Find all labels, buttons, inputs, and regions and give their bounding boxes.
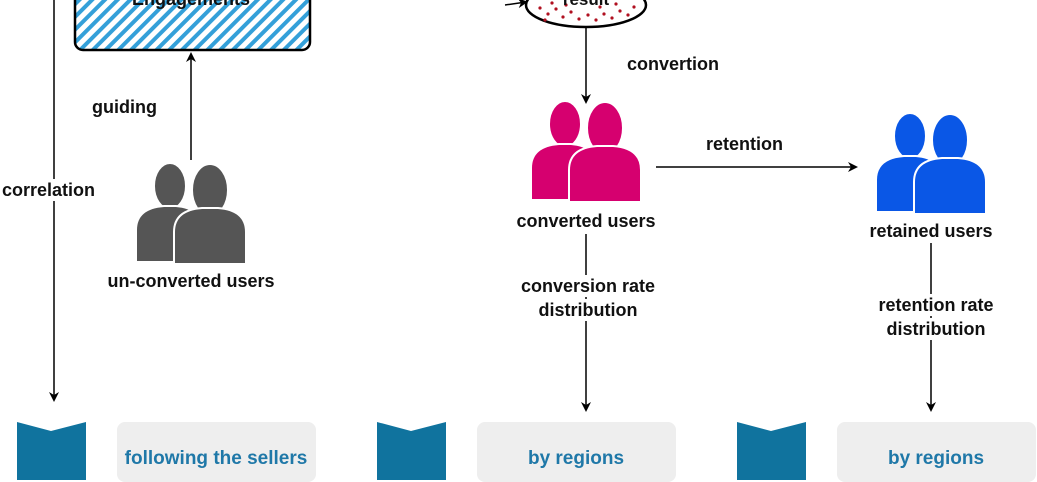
users-group-icon xyxy=(875,112,987,215)
convertion-label: convertion xyxy=(627,54,720,74)
retention-rate-label-line2: distribution xyxy=(884,318,988,340)
retained-users-label: retained users xyxy=(867,220,995,242)
bookmark-icon xyxy=(17,422,86,480)
conversion-rate-label-line1: conversion rate xyxy=(518,275,658,297)
engagements-label: Engagements xyxy=(132,0,250,10)
retention-label: retention xyxy=(706,134,784,154)
unconverted-users-label: un-converted users xyxy=(107,271,275,291)
card-by-regions-conversion-label: by regions xyxy=(527,448,625,469)
conversion-rate-label-line2: distribution xyxy=(536,299,640,321)
card-by-regions-conversion xyxy=(477,422,676,482)
card-following-sellers-label: following the sellers xyxy=(124,448,308,469)
bookmark-icon xyxy=(377,422,446,480)
users-group-icon xyxy=(530,100,642,203)
result-label: result xyxy=(563,0,609,11)
correlation-label: correlation xyxy=(0,179,98,201)
card-following-sellers xyxy=(117,422,316,482)
card-by-regions-retention xyxy=(837,422,1036,482)
converted-users-label: converted users xyxy=(514,210,658,232)
users-group-icon xyxy=(135,162,247,265)
engagements-box xyxy=(73,0,312,52)
guiding-label: guiding xyxy=(92,97,157,117)
bookmark-icon xyxy=(737,422,806,480)
cloud-incoming-edge xyxy=(504,0,528,9)
card-by-regions-retention-label: by regions xyxy=(887,448,985,469)
retention-rate-label-line1: retention rate xyxy=(876,294,996,316)
